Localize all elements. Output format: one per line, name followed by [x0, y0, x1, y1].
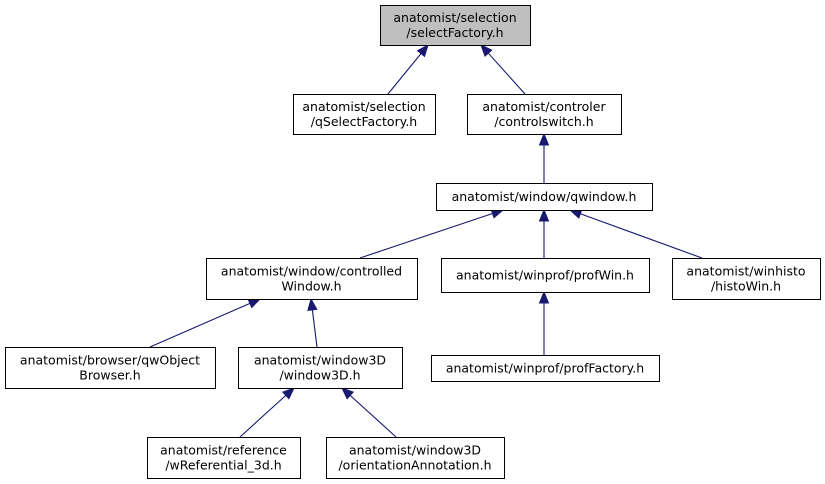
node-box	[5, 347, 216, 389]
arrowhead-icon	[281, 387, 295, 400]
node-label-line: /controlswitch.h	[494, 114, 593, 129]
arrowhead-icon	[480, 44, 493, 58]
edge-controlswitch-to-selectFactory	[480, 44, 526, 95]
node-label-line: /orientationAnnotation.h	[338, 458, 491, 473]
edge-wReferential_3d-to-window3D	[239, 387, 295, 438]
node-box	[431, 355, 660, 382]
edge-qwObjectBrowser-to-controlledWindow	[149, 298, 262, 348]
edge-line	[311, 309, 318, 348]
node-box	[467, 94, 622, 135]
node-box	[238, 347, 403, 389]
node-selectFactory: anatomist/selection/selectFactory.h	[380, 5, 531, 46]
arrowhead-icon	[538, 208, 550, 222]
arrowhead-icon	[307, 297, 318, 312]
node-label-line: anatomist/window/qwindow.h	[452, 189, 637, 204]
node-box	[206, 258, 418, 300]
node-profFactory[interactable]: anatomist/winprof/profFactory.h	[431, 355, 660, 382]
node-label-line: /selectFactory.h	[406, 25, 503, 40]
node-wReferential_3d[interactable]: anatomist/reference/wReferential_3d.h	[147, 437, 301, 479]
edge-controlledWindow-to-qwindow	[359, 208, 505, 259]
edge-line	[349, 394, 397, 438]
node-label-line: /histoWin.h	[711, 279, 781, 294]
node-box	[326, 437, 505, 479]
graph-nodes: anatomist/selection/selectFactory.hanato…	[5, 5, 821, 479]
node-label-line: anatomist/window3D	[254, 353, 386, 368]
node-label-line: /qSelectFactory.h	[311, 114, 417, 129]
node-qSelectFactory[interactable]: anatomist/selection/qSelectFactory.h	[293, 94, 436, 135]
node-label-line: anatomist/window3D	[349, 443, 481, 458]
node-label-line: anatomist/selection	[302, 99, 425, 114]
node-qwindow[interactable]: anatomist/window/qwindow.h	[436, 183, 653, 211]
node-box	[441, 258, 650, 293]
edge-line	[359, 212, 493, 259]
arrowhead-icon	[416, 43, 429, 58]
edge-line	[387, 53, 422, 95]
arrowhead-icon	[247, 298, 262, 309]
node-box	[672, 258, 821, 300]
edge-line	[239, 394, 287, 438]
edge-line	[580, 213, 703, 259]
edge-line	[149, 302, 251, 348]
edge-qSelectFactory-to-selectFactory	[387, 43, 429, 95]
edge-qwindow-to-controlswitch	[538, 132, 550, 183]
node-profWin[interactable]: anatomist/winprof/profWin.h	[441, 258, 650, 293]
node-window3D[interactable]: anatomist/window3D/window3D.h	[238, 347, 403, 389]
node-label-line: Window.h	[281, 279, 341, 294]
arrowhead-icon	[538, 290, 550, 304]
arrowhead-icon	[538, 132, 550, 146]
node-label-line: /wReferential_3d.h	[165, 458, 281, 473]
node-box	[380, 5, 531, 46]
node-histoWin[interactable]: anatomist/winhisto/histoWin.h	[672, 258, 821, 300]
graph-edges	[149, 43, 703, 438]
edge-profFactory-to-profWin	[538, 290, 550, 355]
node-label-line: anatomist/winhisto	[686, 264, 805, 279]
arrowhead-icon	[341, 387, 355, 400]
node-label-line: anatomist/window/controlled	[221, 264, 402, 279]
node-label-line: anatomist/controler	[482, 99, 606, 114]
node-box	[147, 437, 301, 479]
edge-line	[487, 52, 526, 95]
node-label-line: /window3D.h	[279, 368, 360, 383]
node-label-line: anatomist/reference	[160, 443, 287, 458]
node-label-line: anatomist/winprof/profWin.h	[456, 268, 634, 283]
edge-orientationAnnotation-to-window3D	[341, 387, 397, 438]
edge-profWin-to-qwindow	[538, 208, 550, 258]
node-label-line: anatomist/winprof/profFactory.h	[446, 361, 644, 376]
node-label-line: anatomist/selection	[393, 10, 516, 25]
node-orientationAnnotation[interactable]: anatomist/window3D/orientationAnnotation…	[326, 437, 505, 479]
node-controlswitch[interactable]: anatomist/controler/controlswitch.h	[467, 94, 622, 135]
node-label-line: Browser.h	[79, 368, 140, 383]
node-label-line: anatomist/browser/qwObject	[20, 353, 200, 368]
node-box	[293, 94, 436, 135]
edge-histoWin-to-qwindow	[568, 209, 703, 259]
node-box	[436, 183, 653, 211]
edge-window3D-to-controlledWindow	[307, 297, 318, 348]
